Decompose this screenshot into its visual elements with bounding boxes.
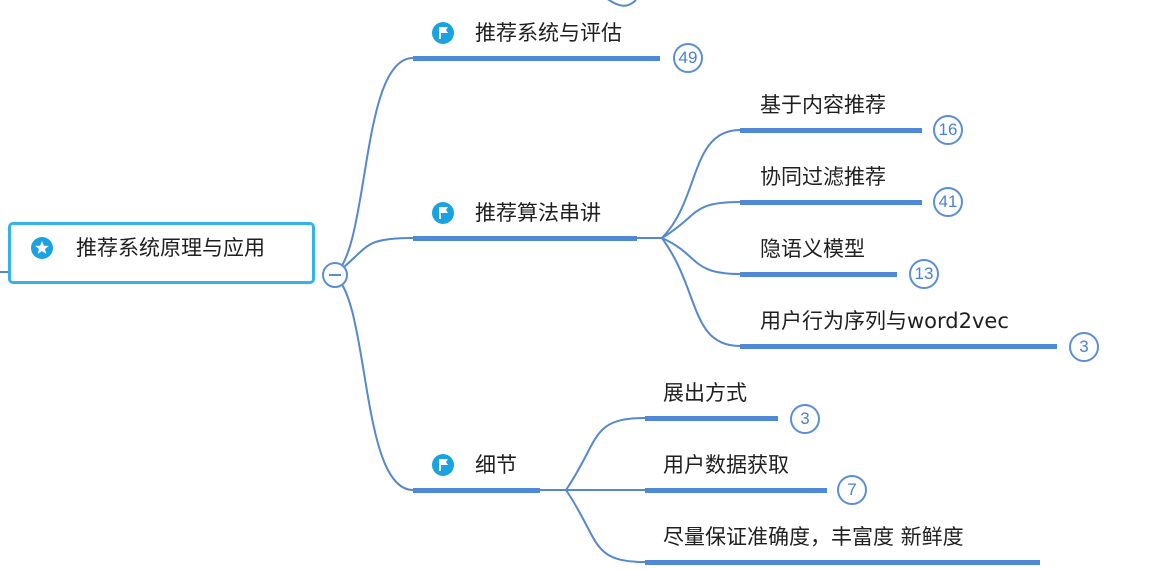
topic-content-based[interactable]: 基于内容推荐 xyxy=(760,93,886,117)
branch-label-algorithms[interactable]: 推荐算法串讲 xyxy=(475,201,601,225)
child-count-badge[interactable]: 41 xyxy=(933,187,963,217)
star-icon xyxy=(31,237,53,259)
branch-label-evaluation[interactable]: 推荐系统与评估 xyxy=(475,21,622,45)
flag-icon xyxy=(432,454,454,476)
root-label: 推荐系统原理与应用 xyxy=(76,236,265,260)
topic-latent-factor[interactable]: 隐语义模型 xyxy=(760,237,865,261)
child-count-badge[interactable]: 49 xyxy=(673,43,703,73)
flag-icon xyxy=(432,22,454,44)
root-node[interactable] xyxy=(8,222,315,284)
topic-accuracy-richness[interactable]: 尽量保证准确度，丰富度 新鲜度 xyxy=(663,525,964,549)
child-count-badge[interactable]: 16 xyxy=(933,115,963,145)
topic-display-method[interactable]: 展出方式 xyxy=(663,381,747,405)
flag-icon xyxy=(432,202,454,224)
child-count-badge[interactable]: 3 xyxy=(790,404,820,434)
topic-word2vec[interactable]: 用户行为序列与word2vec xyxy=(760,309,1009,333)
branch-label-details[interactable]: 细节 xyxy=(475,453,517,477)
child-count-badge[interactable]: 13 xyxy=(909,259,939,289)
topic-collaborative-filtering[interactable]: 协同过滤推荐 xyxy=(760,165,886,189)
collapse-toggle-button[interactable] xyxy=(322,262,348,288)
topic-user-data[interactable]: 用户数据获取 xyxy=(663,453,789,477)
child-count-badge[interactable]: 3 xyxy=(1069,332,1099,362)
child-count-badge[interactable]: 7 xyxy=(837,475,867,505)
